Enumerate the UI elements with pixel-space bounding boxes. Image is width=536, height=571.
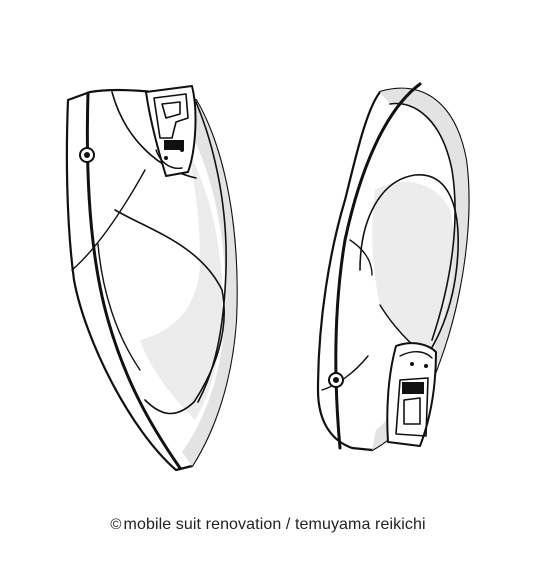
right-shield-inner-shade [372,181,454,360]
caption-text: mobile suit renovation / temuyama reikic… [123,516,426,533]
left-shield-rivet-inner [84,152,90,158]
right-shield-rivet-inner [333,377,339,383]
right-shield-rim-line [389,102,456,341]
right-shield-mount-bracket [386,342,437,447]
right-shield-panel-line-3 [321,355,369,391]
right-shield-panel-line-1 [349,239,373,276]
copyright-caption: ©mobile suit renovation / temuyama reiki… [0,516,536,534]
left-shield-panel-line-2 [97,243,141,371]
left-shield-inner-shade [140,150,223,420]
left-shield-mount-bracket [145,85,197,177]
left-shield-rim-shade [182,100,237,466]
copyright-symbol: © [110,516,122,533]
left-shield-top-sweep [111,91,197,179]
left-shield [65,85,238,472]
right-shield [316,82,470,452]
right-shield-inner-edge [359,174,459,366]
left-shield-plate-arc [114,209,225,415]
left-shield-panel-line-1 [71,169,146,271]
